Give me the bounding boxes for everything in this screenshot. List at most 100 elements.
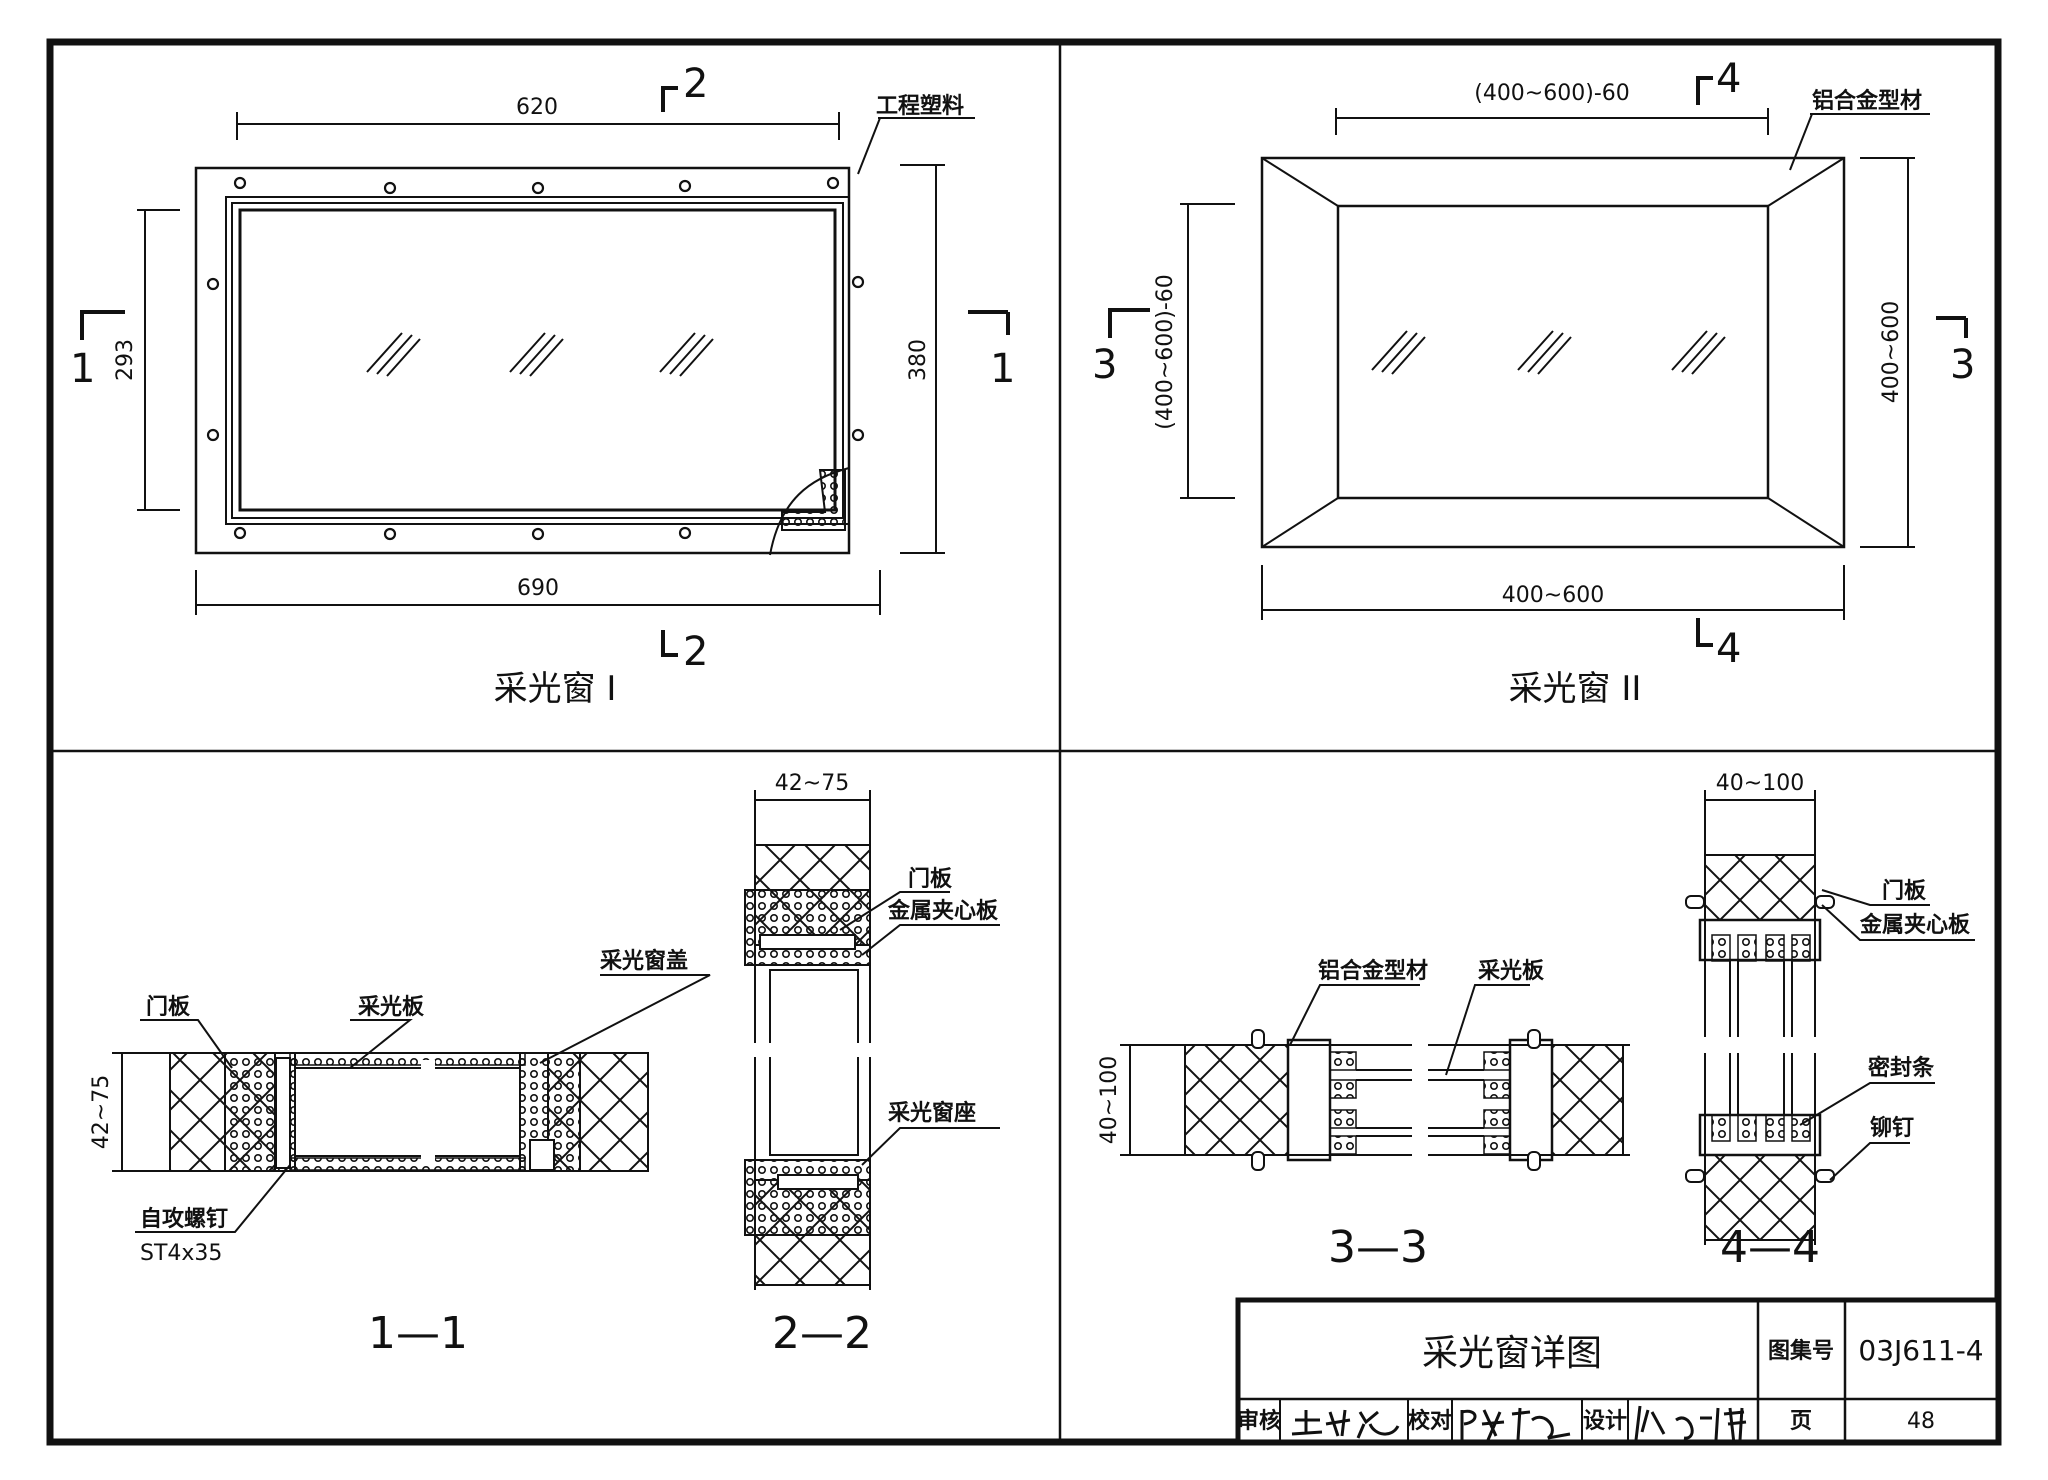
title-block: 采光窗详图 图集号 03J611-4 审核 校对 设计 页 48 xyxy=(1235,1297,2001,1445)
signature-design xyxy=(1634,1405,1747,1445)
section33-profile-left xyxy=(1286,1038,1332,1162)
window1-material-leader xyxy=(857,117,881,175)
window2-section-markers xyxy=(1108,76,1968,647)
bolt-icon xyxy=(851,428,865,442)
window1-sec-left: 1 xyxy=(70,346,95,392)
bolt-icon xyxy=(678,526,692,540)
section22-label-core: 金属夹心板 xyxy=(887,898,999,924)
window1-frame-line xyxy=(225,196,850,525)
section33-glazing-lines xyxy=(1175,1035,1630,1165)
atlas-code: 03J611-4 xyxy=(1858,1334,1983,1367)
section22-cavity xyxy=(769,969,859,1156)
window1-sec-top: 2 xyxy=(683,61,708,107)
section44-leaders xyxy=(1799,889,1975,1181)
window1-sec-bottom: 2 xyxy=(683,629,708,675)
window1-glass xyxy=(238,208,837,512)
section44-title: 4—4 xyxy=(1720,1222,1820,1273)
window2-sec-bottom: 4 xyxy=(1716,626,1741,672)
window2-dim-right: 400~600 xyxy=(1879,301,1904,403)
section11-label-panel: 采光板 xyxy=(358,995,425,1020)
window1-dimensions xyxy=(137,112,945,615)
window1-dim-left: 293 xyxy=(113,339,138,381)
bolt-icon xyxy=(678,179,692,193)
bolt-icon xyxy=(206,277,220,291)
window1-bolts xyxy=(206,176,865,541)
drawing-title: 采光窗详图 xyxy=(1422,1333,1602,1374)
section22-dimension xyxy=(754,790,871,840)
section11-drawing: 42~75 门板 采光板 采光窗盖 自攻螺钉 ST4x35 1—1 xyxy=(89,948,711,1359)
window2-glass-marks xyxy=(1371,330,1726,375)
section22-label-door: 门板 xyxy=(908,866,953,892)
bolt-icon xyxy=(233,526,247,540)
section22-frame-top xyxy=(744,889,871,966)
section11-panel-bottom xyxy=(289,1157,526,1171)
section44-dimension xyxy=(1704,790,1816,845)
signature-check xyxy=(1460,1407,1571,1441)
window2-mitre-lines xyxy=(1261,157,1845,548)
section33-dimension xyxy=(1120,1044,1185,1156)
bolt-icon xyxy=(531,181,545,195)
section11-label-door: 门板 xyxy=(146,994,191,1020)
section44-insulation-top xyxy=(1704,854,1816,926)
section44-label-seal: 密封条 xyxy=(1868,1055,1935,1081)
bolt-icon xyxy=(206,428,220,442)
section11-label-screw: 自攻螺钉 xyxy=(140,1206,228,1232)
section33-insulation-right xyxy=(1547,1044,1624,1156)
bolt-icon xyxy=(383,527,397,541)
section22-dim-label: 42~75 xyxy=(775,771,849,796)
section22-title: 2—2 xyxy=(772,1308,872,1359)
section11-leaders xyxy=(135,974,711,1233)
bolt-icon xyxy=(233,176,247,190)
window2-elevation: (400~600)-60 400~600 (400~600)-60 400~60… xyxy=(1092,56,1975,709)
section22-frame-bottom xyxy=(744,1159,871,1236)
section22-leaders xyxy=(839,891,1000,1166)
section11-cover-screw xyxy=(529,1139,555,1171)
window1-dim-top: 620 xyxy=(516,95,558,120)
window2-material-label: 铝合金型材 xyxy=(1812,88,1922,114)
section11-breaklines xyxy=(140,1052,640,1172)
section33-label-alu: 铝合金型材 xyxy=(1318,958,1428,984)
section33-insulation-left xyxy=(1184,1044,1294,1156)
window1-dim-right: 380 xyxy=(906,339,931,381)
page-label: 页 xyxy=(1790,1409,1812,1434)
section22-screw-top xyxy=(759,934,856,950)
section33-dim-label: 40~100 xyxy=(1097,1056,1122,1144)
section33-label-panel: 采光板 xyxy=(1478,959,1545,984)
section33-rivets xyxy=(1251,1029,1541,1171)
section22-drawing: 42~75 门板 金属夹心板 采光窗座 2—2 xyxy=(744,771,1000,1359)
window2-glass xyxy=(1336,204,1770,500)
section22-screw-bottom xyxy=(777,1174,859,1190)
section11-dim-label: 42~75 xyxy=(89,1075,114,1149)
section44-label-core: 金属夹心板 xyxy=(1859,912,1971,938)
window1-outer-frame xyxy=(194,166,851,555)
section11-screw xyxy=(275,1057,291,1169)
window1-corner-cutaway xyxy=(769,467,850,556)
page-number: 48 xyxy=(1907,1409,1935,1434)
window2-caption: 采光窗 II xyxy=(1509,669,1642,709)
window1-material-label: 工程塑料 xyxy=(876,94,964,119)
section11-dimension xyxy=(112,1052,170,1172)
section44-rivets xyxy=(1685,895,1835,1183)
bolt-icon xyxy=(531,527,545,541)
section22-label-seat: 采光窗座 xyxy=(888,1100,976,1126)
window1-frame-line-inner xyxy=(231,202,844,519)
window1-section-markers xyxy=(80,86,1010,657)
section11-panel-top xyxy=(289,1052,526,1066)
section33-drawing: 40~100 铝合金型材 采光板 3—3 xyxy=(1097,958,1630,1273)
window2-dim-top: (400~600)-60 xyxy=(1474,81,1630,106)
check-label: 校对 xyxy=(1408,1408,1452,1434)
signature-review xyxy=(1291,1409,1400,1439)
window2-sec-right: 3 xyxy=(1950,342,1975,388)
window2-sec-top: 4 xyxy=(1716,56,1741,102)
design-label: 设计 xyxy=(1583,1409,1627,1434)
section11-label-cover: 采光窗盖 xyxy=(600,948,688,974)
section44-drawing: 40~100 门板 金属夹心板 密封条 铆钉 4—4 xyxy=(1685,771,1975,1273)
review-label: 审核 xyxy=(1237,1408,1281,1434)
section11-cavity xyxy=(294,1067,521,1157)
section11-title: 1—1 xyxy=(368,1308,468,1359)
window1-caption: 采光窗 I xyxy=(494,669,617,709)
window1-elevation: 620 690 293 380 工程塑料 2 2 1 1 采光窗 I xyxy=(70,61,1015,709)
section44-label-door: 门板 xyxy=(1882,878,1927,904)
sheet-border xyxy=(46,38,2002,1446)
